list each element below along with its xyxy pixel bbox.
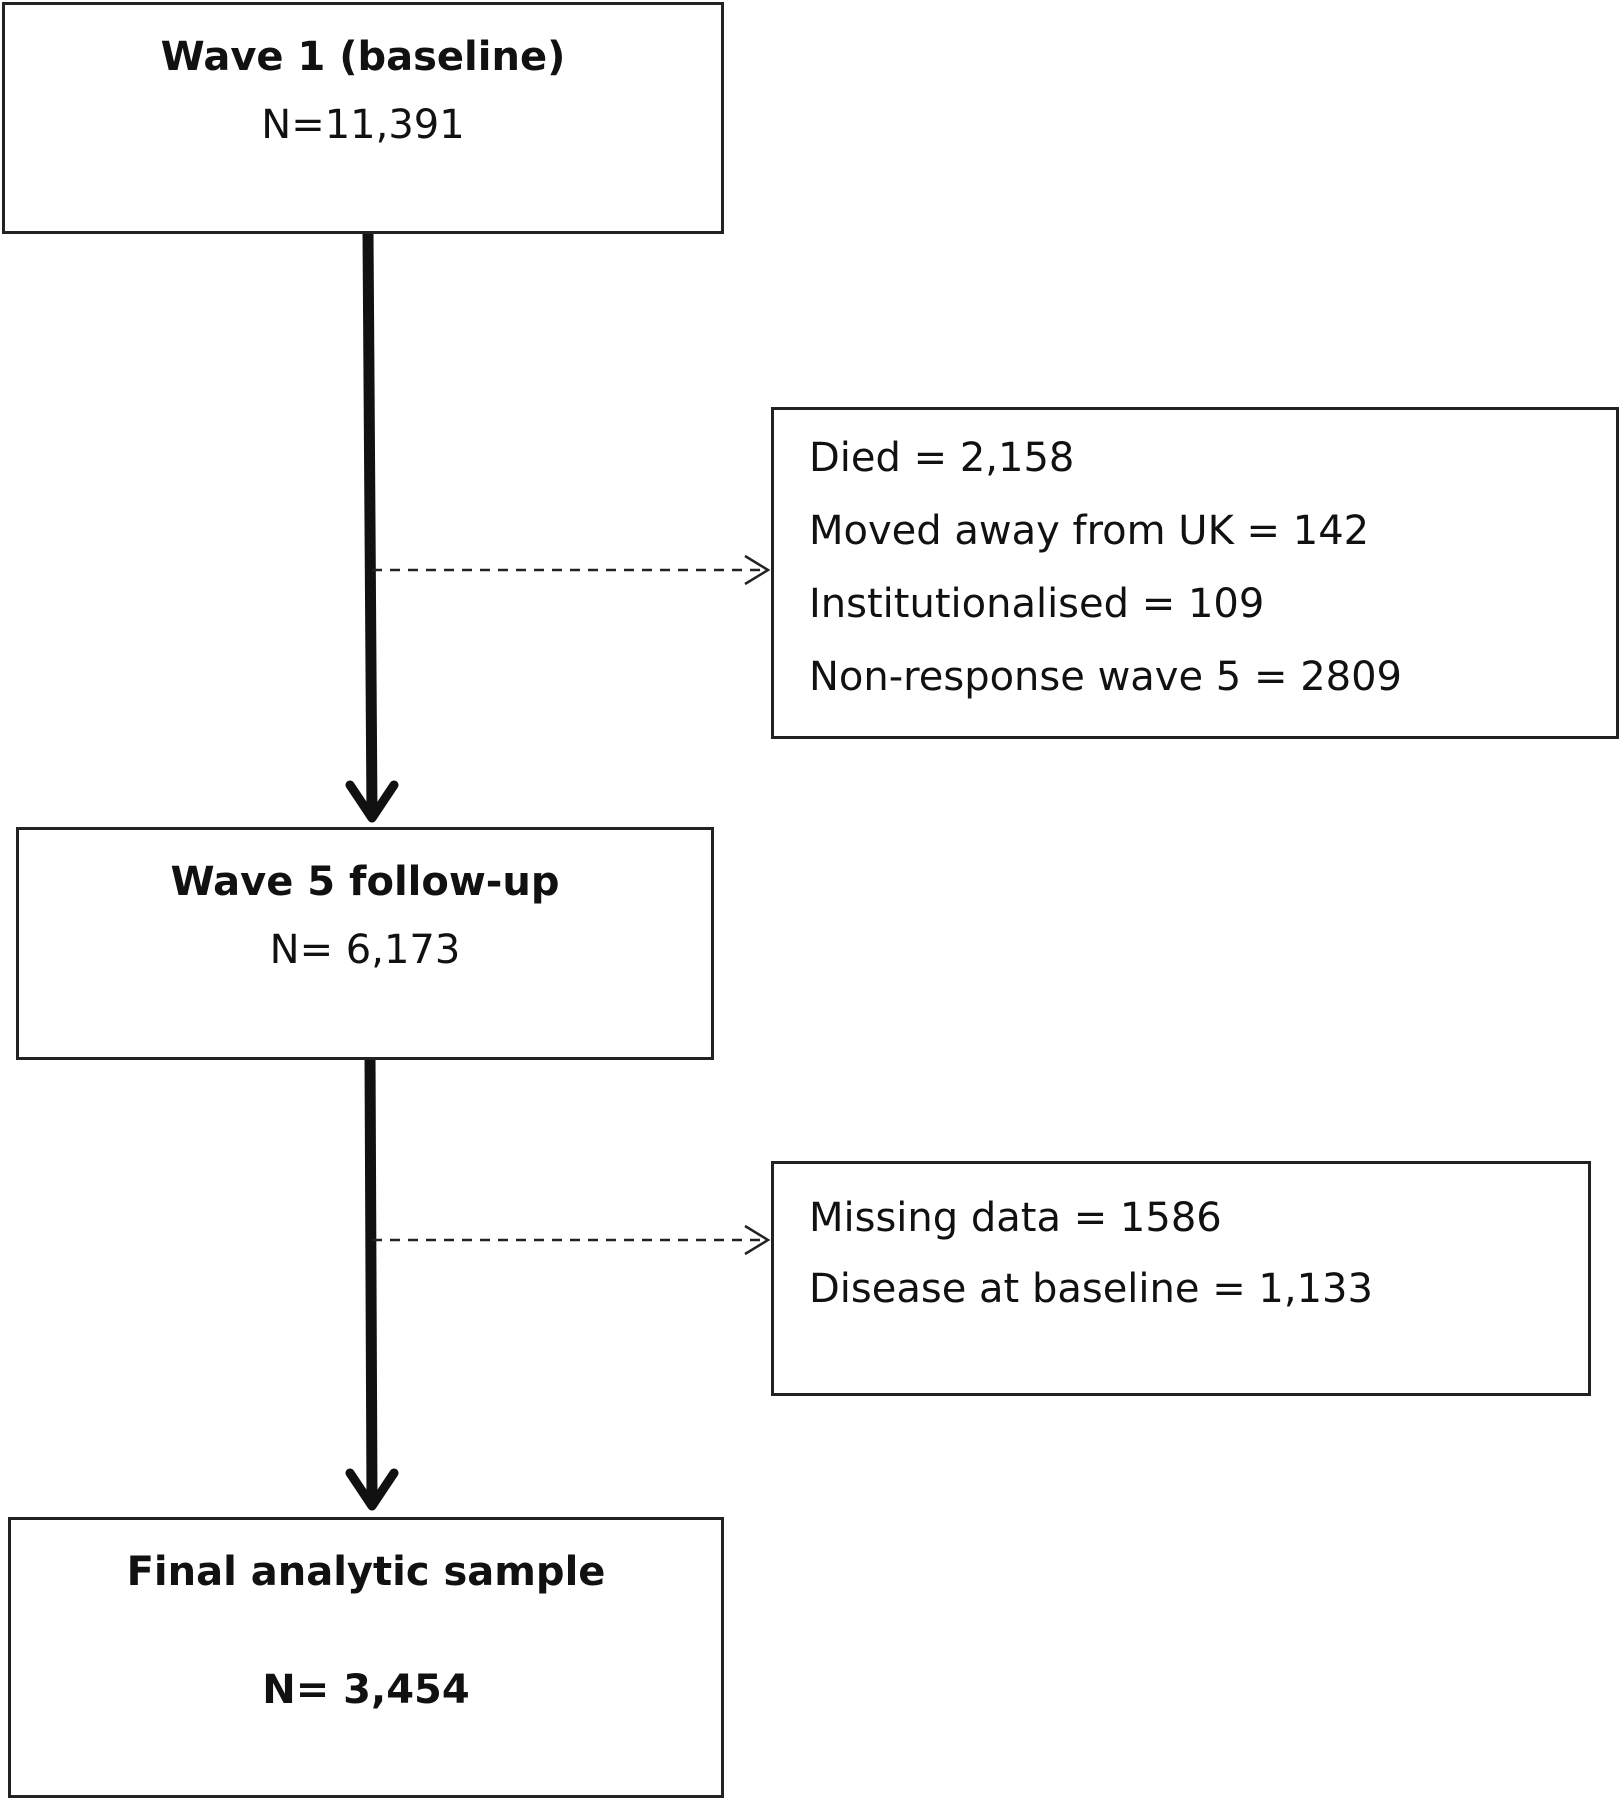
dashed-arrowhead-exclusions-1 — [744, 554, 771, 586]
exclusion-died: Died = 2,158 — [809, 435, 1075, 481]
wave1-title: Wave 1 (baseline) — [160, 34, 566, 80]
exclusion-moved-away: Moved away from UK = 142 — [809, 508, 1370, 554]
exclusion-missing-data: Missing data = 1586 — [809, 1195, 1222, 1241]
final-count: N= 3,454 — [262, 1667, 470, 1713]
dashed-arrowhead-exclusions-2 — [744, 1224, 771, 1256]
exclusion-non-response: Non-response wave 5 = 2809 — [809, 654, 1402, 700]
wave1-box: Wave 1 (baseline) N=11,391 — [2, 2, 724, 234]
exclusion-disease-baseline: Disease at baseline = 1,133 — [809, 1266, 1373, 1312]
exclusion-institutionalised: Institutionalised = 109 — [809, 581, 1265, 627]
wave5-title: Wave 5 follow-up — [170, 859, 560, 905]
wave5-count: N= 6,173 — [269, 927, 461, 973]
wave5-box: Wave 5 follow-up N= 6,173 — [16, 827, 714, 1060]
arrow-wave5-to-final — [364, 1054, 378, 1501]
final-title: Final analytic sample — [126, 1549, 606, 1595]
exclusions-box-2: Missing data = 1586 Disease at baseline … — [771, 1161, 1591, 1396]
exclusions-box-1: Died = 2,158 Moved away from UK = 142 In… — [771, 407, 1619, 739]
wave1-count: N=11,391 — [261, 102, 465, 148]
arrowhead-wave5 — [345, 780, 399, 823]
final-sample-box: Final analytic sample N= 3,454 — [8, 1517, 724, 1798]
arrowhead-final — [345, 1468, 399, 1511]
arrow-wave1-to-wave5 — [362, 232, 378, 816]
